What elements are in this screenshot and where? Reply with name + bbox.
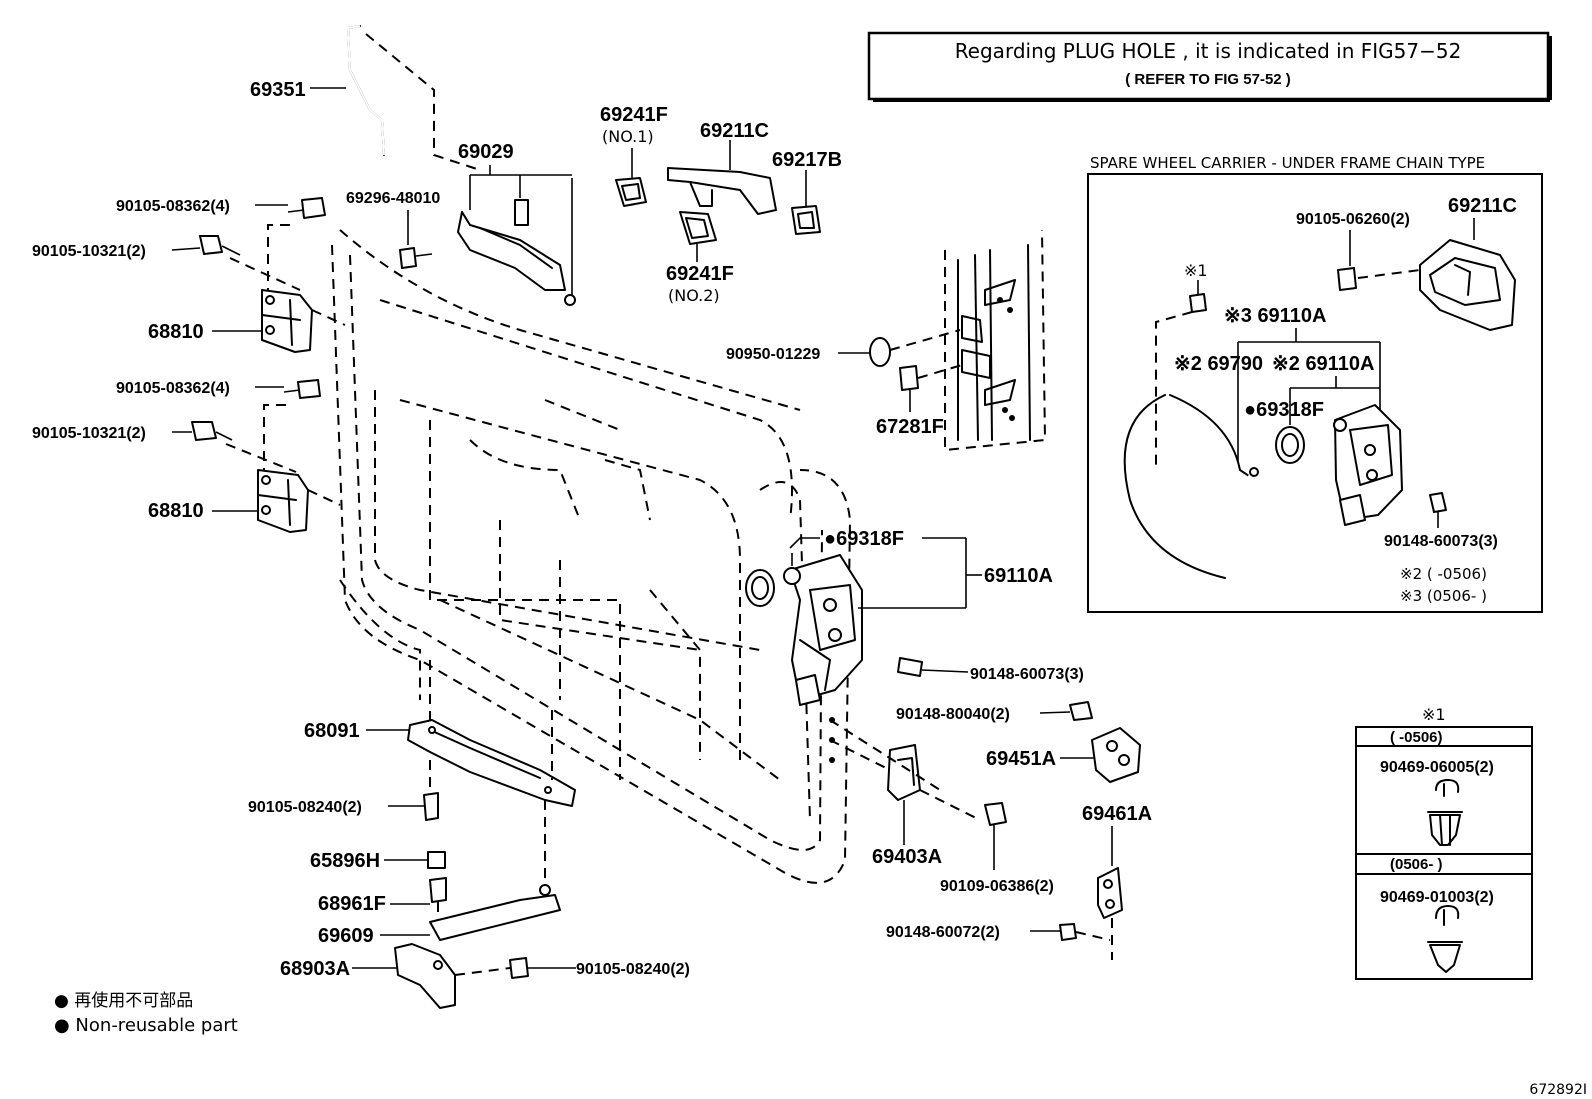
rod-69351 [346,25,481,171]
inset-label-lock-no3: ※3 69110A [1224,305,1326,327]
label-90105-08240-a: 90105-08240(2) [248,799,362,816]
inset-mark1: ※1 [1184,261,1208,280]
part-labels: 69351 69029 69296-48010 90105-08362(4) 9… [32,79,1152,980]
inset-title: SPARE WHEEL CARRIER - UNDER FRAME CHAIN … [1090,154,1485,172]
label-69029: 69029 [458,141,514,163]
hinge-68810-lower [191,379,341,533]
label-68810-a: 68810 [148,321,204,343]
clip-row1-part: 90469-06005(2) [1380,759,1494,776]
striker-69451A [1039,701,1141,783]
spare-wheel-inset: SPARE WHEEL CARRIER - UNDER FRAME CHAIN … [1087,154,1543,613]
label-69609: 69609 [318,925,374,947]
label-69461A: 69461A [1082,803,1152,825]
label-90105-08362-a: 90105-08362(4) [116,198,230,215]
label-69241F-no1-sub: (NO.1) [602,127,654,146]
lower-bracket-group [394,660,576,1009]
door-check-69403A [829,717,1007,870]
figure-id: 672892I [1529,1082,1587,1098]
clip-row2-header: (0506- ) [1390,856,1443,873]
legend: ● 再使用不可部品 ● Non-reusable part [54,990,238,1036]
label-90105-08362-b: 90105-08362(4) [116,380,230,397]
label-69451A: 69451A [986,748,1056,770]
label-69296: 69296-48010 [346,190,440,207]
label-69110A: 69110A [984,565,1053,587]
door-panel [331,229,852,884]
label-69351: 69351 [250,79,306,101]
inset-label-90148-60073: 90148-60073(3) [1384,533,1498,550]
label-68091: 68091 [304,720,360,742]
label-90148-60072: 90148-60072(2) [886,924,1000,941]
clip-row2-part: 90469-01003(2) [1380,889,1494,906]
label-90105-08240-b: 90105-08240(2) [576,961,690,978]
label-67281F: 67281F [876,416,944,438]
striker-69461A [1030,826,1123,960]
inset-label-90105-06260: 90105-06260(2) [1296,211,1410,228]
clip-table: ※1 ( -0506) 90469-06005(2) (0506- ) 9046… [1355,705,1533,980]
door-pillar [838,229,1047,452]
plug-hole-notice: Regarding PLUG HOLE , it is indicated in… [867,31,1552,102]
legend-jp: ● 再使用不可部品 [54,990,193,1011]
inset-label-lock-no2: ※2 69110A [1272,353,1374,375]
clip-table-mark: ※1 [1422,705,1446,724]
label-69241F-no2: 69241F [666,263,734,285]
leader-lines [171,87,576,969]
label-69403A: 69403A [872,846,942,868]
notice-line2: ( REFER TO FIG 57-52 ) [1125,71,1291,88]
label-90109: 90109-06386(2) [940,878,1054,895]
label-90105-10321-a: 90105-10321(2) [32,243,146,260]
clip-row1-header: ( -0506) [1390,729,1443,746]
inset-note-no2: ※2 ( -0506) [1400,565,1487,583]
lock-control-69029 [399,165,576,306]
label-69241F-no2-sub: (NO.2) [668,286,720,305]
label-68810-b: 68810 [148,500,204,522]
label-65896H: 65896H [310,850,380,872]
label-68903A: 68903A [280,958,350,980]
label-69241F-no1: 69241F [600,104,668,126]
hinge-68810-upper [199,197,346,353]
inset-label-69211C: 69211C [1448,195,1517,217]
outside-handle-group [615,140,821,262]
notice-line1: Regarding PLUG HOLE , it is indicated in… [955,39,1462,63]
door-lock-69110A [745,537,982,706]
label-90950: 90950-01229 [726,346,820,363]
label-90105-10321-b: 90105-10321(2) [32,425,146,442]
label-69211C: 69211C [700,120,769,142]
inset-label-rod-no2: ※2 69790 [1174,353,1263,375]
inset-note-no3: ※3 (0506- ) [1400,587,1487,605]
label-90148-60073: 90148-60073(3) [970,666,1084,683]
label-69217B: 69217B [772,149,842,171]
label-90148-80040: 90148-80040(2) [896,706,1010,723]
legend-en: ● Non-reusable part [54,1015,238,1036]
label-69318F: ●69318F [824,528,904,550]
inset-label-69318F: ●69318F [1244,399,1324,421]
label-68961F: 68961F [318,893,386,915]
